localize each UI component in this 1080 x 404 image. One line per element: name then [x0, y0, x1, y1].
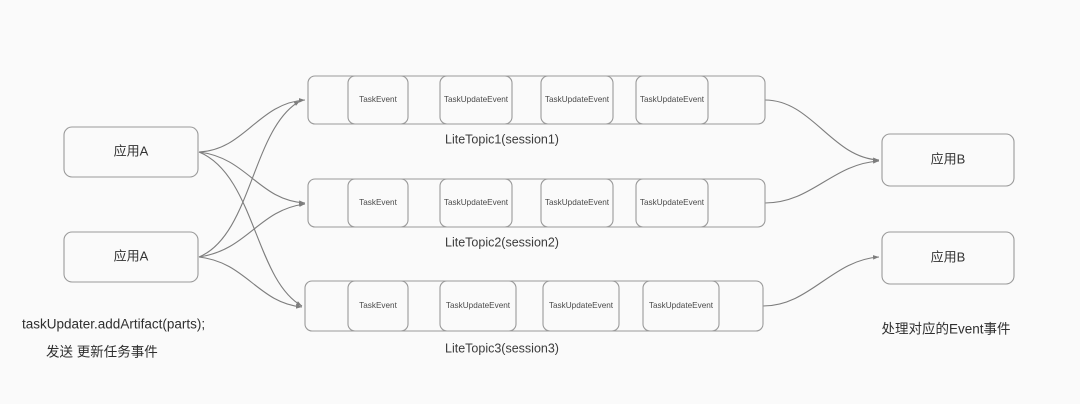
- consumer-app-label: 应用B: [931, 249, 966, 264]
- event-cell[interactable]: [347, 280, 409, 332]
- connector-edge-p2-t1: [198, 100, 301, 258]
- connector-edge-p1-t3: [198, 151, 303, 307]
- producer-app-group-1: 应用A: [63, 126, 199, 178]
- consumer-app-label: 应用B: [931, 151, 966, 166]
- topic-group-2: TaskEvent TaskUpdateEvent TaskUpdateEvent T…: [307, 178, 766, 249]
- captions-layer: taskUpdater.addArtifact(parts); 发送 更新任务事…: [22, 317, 1011, 360]
- connector-edge-p2-t3: [198, 256, 303, 309]
- consumers-layer: 应用B 应用B: [881, 133, 1015, 285]
- caption-left-code: taskUpdater.addArtifact(parts);: [22, 317, 205, 332]
- consumer-app-box[interactable]: [881, 133, 1015, 187]
- event-cell[interactable]: [635, 75, 709, 125]
- event-cell-label: TaskEvent: [359, 198, 397, 207]
- event-cell-label: TaskUpdateEvent: [549, 301, 614, 310]
- connector-edge-p2-t2: [198, 202, 306, 258]
- event-cell[interactable]: [347, 75, 409, 125]
- producers-layer: 应用A 应用A: [63, 126, 199, 283]
- event-cell-label: TaskEvent: [359, 301, 397, 310]
- event-cell[interactable]: [540, 75, 614, 125]
- producer-app-label: 应用A: [114, 248, 149, 263]
- producer-app-group-2: 应用A: [63, 231, 199, 283]
- connector-edge-p1-t1: [198, 98, 306, 153]
- connector-edge-p1-t2: [198, 151, 306, 205]
- event-cell[interactable]: [542, 280, 620, 332]
- topic-label: LiteTopic1(session1): [445, 132, 559, 146]
- producer-app-label: 应用A: [114, 143, 149, 158]
- event-cell-label: TaskUpdateEvent: [649, 301, 714, 310]
- connector-edge-t2-c1: [764, 159, 880, 204]
- event-cell-label: TaskUpdateEvent: [444, 198, 509, 207]
- caption-right-description: 处理对应的Event事件: [881, 321, 1010, 337]
- event-cell-label: TaskUpdateEvent: [545, 198, 610, 207]
- topic-group-3: TaskEvent TaskUpdateEvent TaskUpdateEvent T…: [304, 280, 764, 355]
- connector-edge-t3-c2: [762, 255, 880, 307]
- consumer-app-group-1: 应用B: [881, 133, 1015, 187]
- caption-left-description: 发送 更新任务事件: [46, 345, 158, 360]
- connector-edge-t1-c1: [764, 99, 880, 162]
- consumer-app-box[interactable]: [881, 231, 1015, 285]
- event-cell[interactable]: [540, 178, 614, 228]
- event-cell[interactable]: [439, 75, 513, 125]
- producer-app-box[interactable]: [63, 126, 199, 178]
- event-cell[interactable]: [439, 280, 517, 332]
- event-cell[interactable]: [642, 280, 720, 332]
- event-cell-label: TaskUpdateEvent: [444, 95, 509, 104]
- event-cell[interactable]: [439, 178, 513, 228]
- edges-layer: [198, 98, 880, 309]
- event-cell-label: TaskUpdateEvent: [640, 95, 705, 104]
- topic-label: LiteTopic2(session2): [445, 235, 559, 249]
- consumer-app-group-2: 应用B: [881, 231, 1015, 285]
- event-cell-label: TaskUpdateEvent: [640, 198, 705, 207]
- producer-app-box[interactable]: [63, 231, 199, 283]
- event-cell[interactable]: [347, 178, 409, 228]
- topic-group-1: TaskEvent TaskUpdateEvent TaskUpdateEvent T…: [307, 75, 766, 146]
- topic-label: LiteTopic3(session3): [445, 341, 559, 355]
- event-cell-label: TaskUpdateEvent: [545, 95, 610, 104]
- event-cell-label: TaskEvent: [359, 95, 397, 104]
- event-cell[interactable]: [635, 178, 709, 228]
- event-cell-label: TaskUpdateEvent: [446, 301, 511, 310]
